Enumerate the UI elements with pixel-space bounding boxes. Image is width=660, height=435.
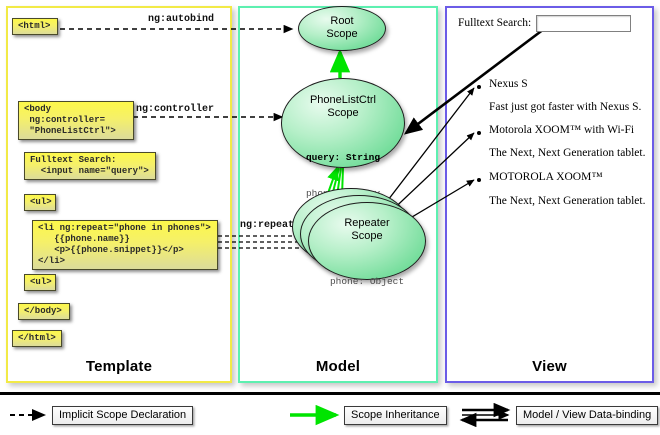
template-box-ul-open: <ul> (24, 194, 56, 211)
view-item-name: MOTOROLA XOOM™ (489, 171, 603, 183)
scope-repeater: Repeater Scope phone: Object (308, 202, 426, 287)
template-box-html-close: </html> (12, 330, 62, 347)
scope-root: Root Scope (298, 6, 386, 51)
legend-item-model-view-data-binding: Model / View Data-binding (516, 406, 659, 426)
scope-phonelistctrl-title: PhoneListCtrl Scope (309, 94, 377, 119)
legend-item-implicit-scope-declaration: Implicit Scope Declaration (52, 406, 194, 426)
template-box-html-open: <html> (12, 18, 58, 35)
legend-divider (0, 392, 660, 395)
template-box-ul-close: <ul> (24, 274, 56, 291)
panel-template-label: Template (85, 358, 153, 375)
scope-repeater-title: Repeater Scope (344, 217, 390, 242)
template-box-li-repeat: <li ng:repeat="phone in phones"> {{phone… (32, 220, 218, 270)
template-box-body-close: </body> (18, 303, 70, 320)
template-box-body-open: <body ng:controller= "PhoneListCtrl"> (18, 101, 134, 140)
scope-phonelistctrl-prop-query: query: String (305, 152, 381, 164)
view-bullet-icon (477, 131, 481, 135)
edge-label-ng-controller: ng:controller (136, 104, 215, 115)
view-item-snippet: Fast just got faster with Nexus S. (489, 101, 642, 113)
view-item-snippet: The Next, Next Generation tablet. (489, 195, 646, 207)
view-search-input[interactable] (536, 15, 631, 32)
edge-label-ng-repeat: ng:repeat (240, 220, 295, 231)
panel-view-label: View (532, 358, 567, 375)
scope-root-title: Root Scope (326, 15, 358, 40)
view-bullet-icon (477, 85, 481, 89)
view-item-name: Motorola XOOM™ with Wi-Fi (489, 124, 635, 136)
view-search-label: Fulltext Search: (458, 17, 532, 29)
edge-label-ng-autobind: ng:autobind (148, 14, 215, 25)
template-box-fulltext-search: Fulltext Search: <input name="query"> (24, 152, 156, 180)
view-item-name: Nexus S (489, 78, 528, 90)
scope-phonelistctrl: PhoneListCtrl Scope query: String phones… (281, 78, 405, 199)
scope-repeater-prop-phone: phone: Object (329, 276, 405, 288)
view-item-snippet: The Next, Next Generation tablet. (489, 147, 646, 159)
panel-model-label: Model (315, 358, 361, 375)
view-bullet-icon (477, 178, 481, 182)
legend-item-scope-inheritance: Scope Inheritance (344, 406, 447, 426)
